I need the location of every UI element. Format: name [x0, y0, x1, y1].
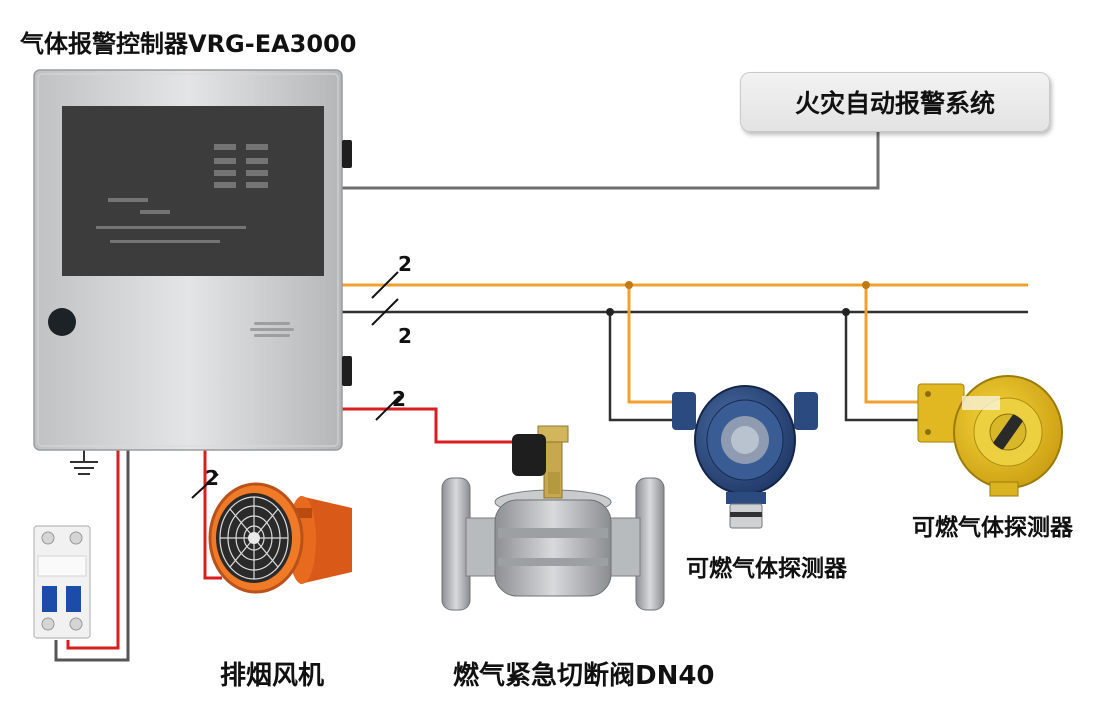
- side-connector: [342, 140, 352, 168]
- valve-wire: [340, 407, 512, 444]
- exhaust-fan-label: 排烟风机: [220, 661, 325, 691]
- junction-dot: [862, 281, 870, 289]
- junction-dot: [606, 308, 614, 316]
- controller-screen: [62, 106, 324, 276]
- detector-1-orange-wire: [627, 285, 672, 404]
- wire-count-tick: [371, 271, 399, 299]
- wire-count-label: 2: [205, 466, 219, 490]
- gas-detector-2-label: 可燃气体探测器: [912, 515, 1073, 541]
- power-wire-red: [66, 450, 120, 650]
- detector-1-black-wire: [608, 312, 672, 422]
- gas-alarm-controller: [33, 69, 352, 451]
- detector-2-orange-wire: [864, 285, 920, 404]
- gas-detector-1-label: 可燃气体探测器: [686, 556, 847, 582]
- junction-dot: [625, 281, 633, 289]
- shutoff-valve-label: 燃气紧急切断阀DN40: [453, 661, 715, 691]
- ground-icon: [70, 450, 98, 475]
- gas-detector-2: [917, 375, 1063, 497]
- wire-count-label: 2: [398, 324, 412, 348]
- fan-wire: [203, 450, 222, 580]
- controller-knob: [48, 308, 76, 336]
- wire-count-label: 2: [392, 387, 406, 411]
- fire-alarm-system-label: 火灾自动报警系统: [794, 89, 995, 118]
- gas-shutoff-valve: [441, 425, 665, 611]
- circuit-breaker: [33, 525, 91, 639]
- wire-count-tick: [375, 395, 401, 421]
- power-wire-gray: [54, 450, 130, 662]
- junction-dot: [842, 308, 850, 316]
- wire-count-tick: [371, 298, 399, 326]
- controller-title: 气体报警控制器VRG-EA3000: [20, 30, 357, 58]
- wire-count-label: 2: [398, 252, 412, 276]
- side-connector: [342, 356, 352, 386]
- detector-2-black-wire: [844, 312, 920, 422]
- gas-detector-1: [672, 385, 818, 529]
- wire-count-tick: [191, 473, 219, 499]
- fire-alarm-system-box: 火灾自动报警系统: [740, 72, 1050, 132]
- exhaust-fan: [208, 482, 352, 594]
- fire-system-wire: [340, 132, 880, 190]
- speaker-grille: [250, 322, 294, 337]
